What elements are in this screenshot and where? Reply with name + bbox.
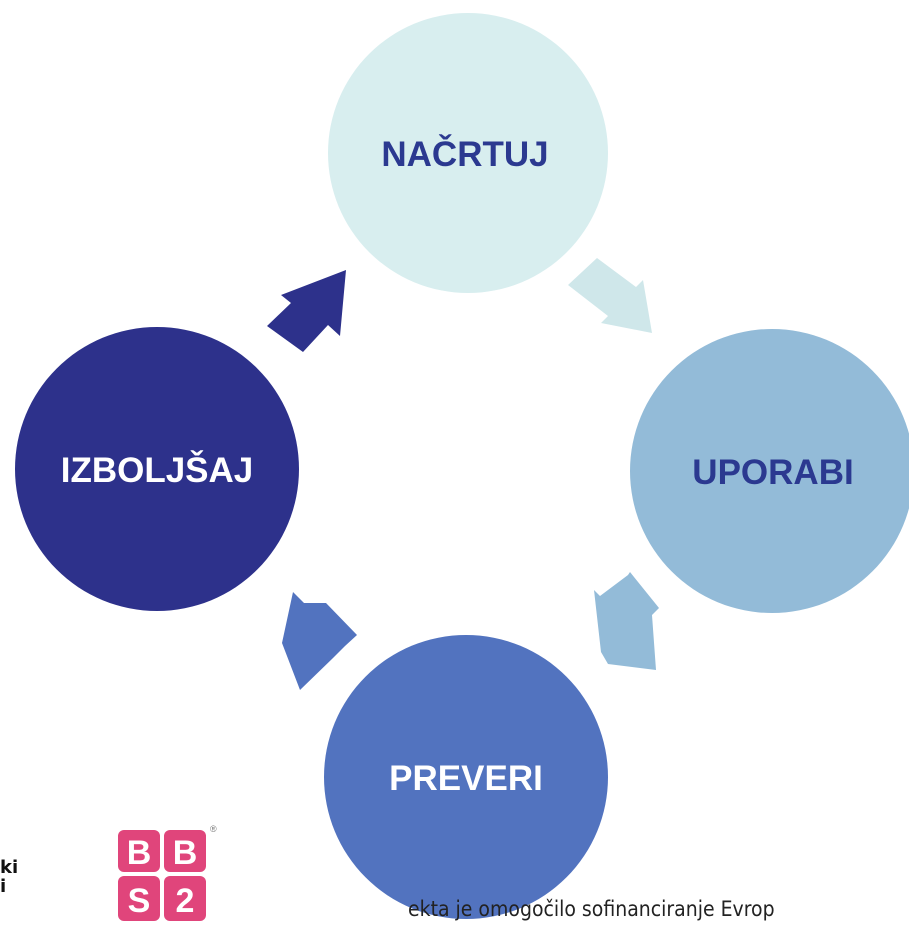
logo-tile — [164, 876, 206, 921]
footer-caption: ekta je omogočilo sofinanciranje Evrop — [408, 897, 775, 921]
node-check-label: PREVERI — [389, 759, 543, 798]
logo-tile — [164, 830, 206, 872]
arrow-do-to-check — [594, 572, 659, 670]
svg-text:S: S — [128, 882, 151, 920]
svg-text:B: B — [173, 834, 198, 872]
footer-left-line-2: i — [0, 876, 7, 897]
node-plan-circle — [328, 13, 608, 293]
node-do-circle — [630, 329, 909, 613]
logo-tile — [118, 876, 160, 921]
svg-text:B: B — [127, 834, 152, 872]
node-act-label: IZBOLJŠAJ — [61, 450, 254, 490]
footer-left-line-1: ki — [0, 857, 19, 878]
footer-left-text: ki i — [0, 858, 18, 896]
registered-mark: ® — [210, 824, 217, 834]
svg-text:2: 2 — [176, 882, 195, 920]
node-plan-label: NAČRTUJ — [381, 134, 548, 174]
arrow-plan-to-do — [568, 258, 652, 333]
arrow-act-to-plan — [267, 270, 346, 352]
node-do-label: UPORABI — [692, 453, 853, 492]
logo-tile — [118, 830, 160, 872]
node-act-circle — [15, 327, 299, 611]
node-check-circle — [324, 635, 608, 919]
logo-graphic: B B S 2 — [118, 830, 206, 921]
arrow-check-to-act — [282, 592, 357, 690]
logo: B B S 2 ® — [118, 824, 218, 926]
